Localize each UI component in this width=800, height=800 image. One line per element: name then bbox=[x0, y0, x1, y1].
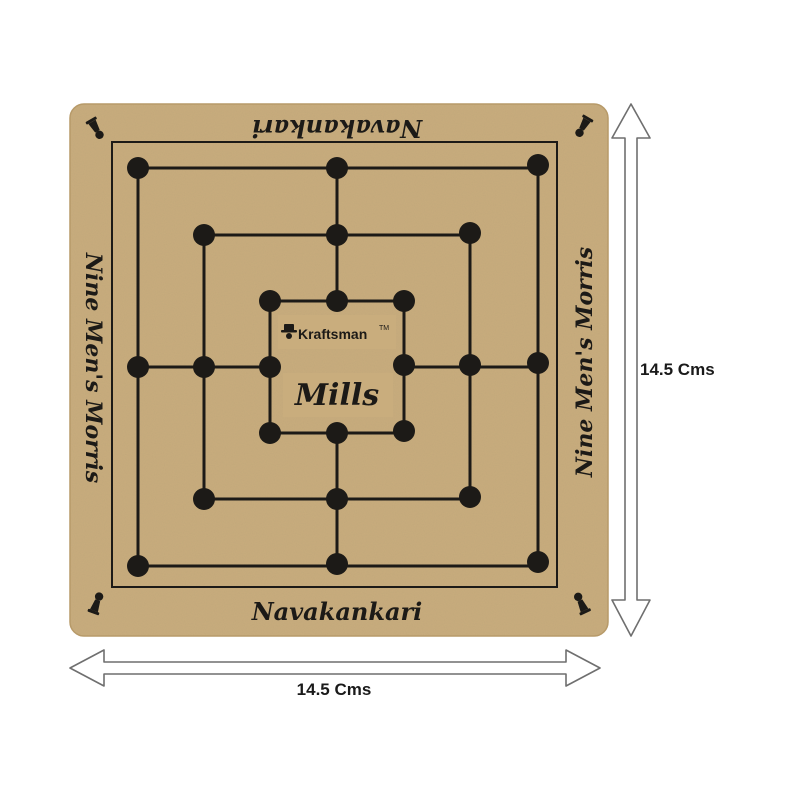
point[interactable] bbox=[259, 422, 281, 444]
point[interactable] bbox=[193, 356, 215, 378]
hat-icon bbox=[281, 324, 297, 339]
board-points bbox=[127, 154, 549, 577]
brand-name: Kraftsman bbox=[298, 326, 367, 342]
point[interactable] bbox=[527, 154, 549, 176]
top-edge-text: Navakankari bbox=[252, 114, 424, 143]
left-edge-text: Nine Men's Morris bbox=[80, 252, 106, 483]
point[interactable] bbox=[326, 488, 348, 510]
height-arrow bbox=[611, 103, 651, 637]
point[interactable] bbox=[393, 290, 415, 312]
width-label: 14.5 Cms bbox=[297, 680, 372, 699]
point[interactable] bbox=[459, 486, 481, 508]
point[interactable] bbox=[127, 157, 149, 179]
point[interactable] bbox=[326, 224, 348, 246]
point[interactable] bbox=[259, 356, 281, 378]
right-edge-text: Nine Men's Morris bbox=[572, 247, 598, 478]
point[interactable] bbox=[393, 354, 415, 376]
point[interactable] bbox=[527, 352, 549, 374]
point[interactable] bbox=[393, 420, 415, 442]
point[interactable] bbox=[259, 290, 281, 312]
point[interactable] bbox=[326, 157, 348, 179]
point[interactable] bbox=[326, 553, 348, 575]
brand-box: Kraftsman TM bbox=[278, 315, 396, 349]
point[interactable] bbox=[459, 222, 481, 244]
point[interactable] bbox=[326, 422, 348, 444]
point[interactable] bbox=[193, 488, 215, 510]
title-backdrop bbox=[283, 373, 393, 417]
bottom-edge-text: Navakankari bbox=[251, 597, 423, 626]
board-frame bbox=[111, 141, 558, 588]
point[interactable] bbox=[527, 551, 549, 573]
game-board: Kraftsman TM Mills Navakankari Navakanka… bbox=[69, 103, 609, 637]
center-title: Mills bbox=[294, 378, 379, 413]
trademark-mark: TM bbox=[379, 325, 389, 332]
board-edge bbox=[69, 103, 609, 637]
width-arrow bbox=[69, 649, 601, 687]
point[interactable] bbox=[127, 555, 149, 577]
point[interactable] bbox=[459, 354, 481, 376]
point[interactable] bbox=[127, 356, 149, 378]
point[interactable] bbox=[193, 224, 215, 246]
height-label: 14.5 Cms bbox=[640, 360, 715, 379]
point[interactable] bbox=[326, 290, 348, 312]
